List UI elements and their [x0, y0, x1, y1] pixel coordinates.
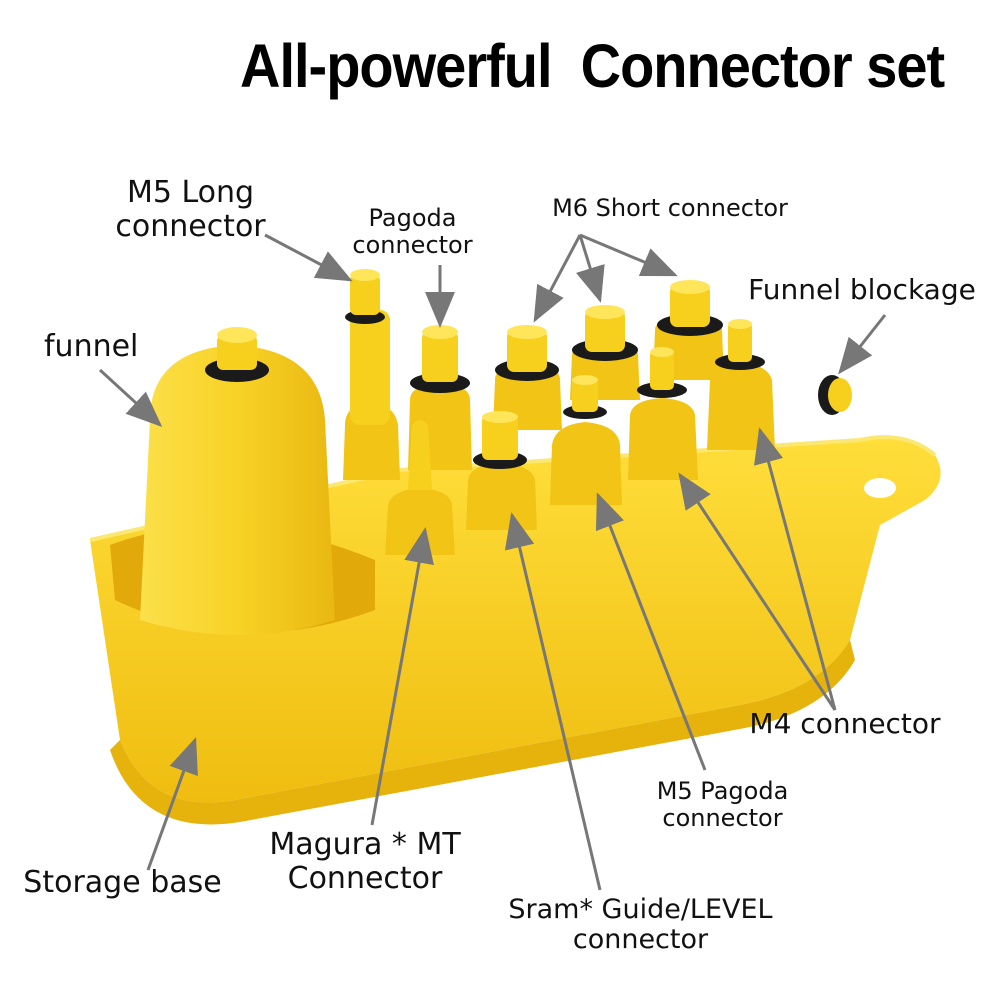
label-line: Funnel blockage	[748, 273, 976, 306]
funnel-blockage	[818, 375, 852, 415]
m5-pagoda-connector	[550, 375, 622, 505]
label-line: Connector	[287, 860, 443, 896]
label-m5-pagoda-connector: M5 Pagoda connector	[645, 778, 800, 832]
label-line: Sram* Guide/LEVEL	[508, 894, 773, 925]
magura-mt-connector	[385, 420, 455, 555]
hanging-hole	[864, 478, 896, 498]
label-line: Magura * MT	[269, 827, 461, 862]
label-m5-long-connector: M5 Long connector	[108, 176, 273, 243]
label-m6-short-connector: M6 Short connector	[530, 195, 810, 222]
label-line: M6 Short connector	[552, 194, 788, 222]
m5-long-connector	[343, 269, 400, 480]
label-line: Pagoda	[368, 204, 457, 232]
label-line: funnel	[44, 329, 139, 364]
label-line: connector	[662, 803, 783, 832]
label-storage-base: Storage base	[10, 866, 235, 900]
funnel	[140, 327, 335, 635]
leader-lines	[98, 233, 887, 891]
label-line: M5 Long	[126, 175, 255, 210]
page-title: All-powerful Connector set	[240, 31, 945, 101]
label-sram-guide-level-connector: Sram* Guide/LEVEL connector	[478, 894, 803, 956]
label-line: connector	[352, 230, 473, 259]
label-line: M4 connector	[749, 707, 941, 740]
label-line: Storage base	[23, 865, 222, 900]
label-magura-mt-connector: Magura * MT Connector	[255, 828, 475, 895]
label-m4-connector: M4 connector	[740, 707, 950, 740]
label-line: M5 Pagoda	[656, 777, 789, 805]
m4-connector	[628, 347, 698, 480]
label-funnel-blockage: Funnel blockage	[730, 273, 994, 306]
label-pagoda-connector: Pagoda connector	[345, 205, 480, 259]
label-line: connector	[115, 208, 266, 244]
label-line: connector	[572, 924, 709, 956]
label-funnel: funnel	[44, 330, 159, 364]
